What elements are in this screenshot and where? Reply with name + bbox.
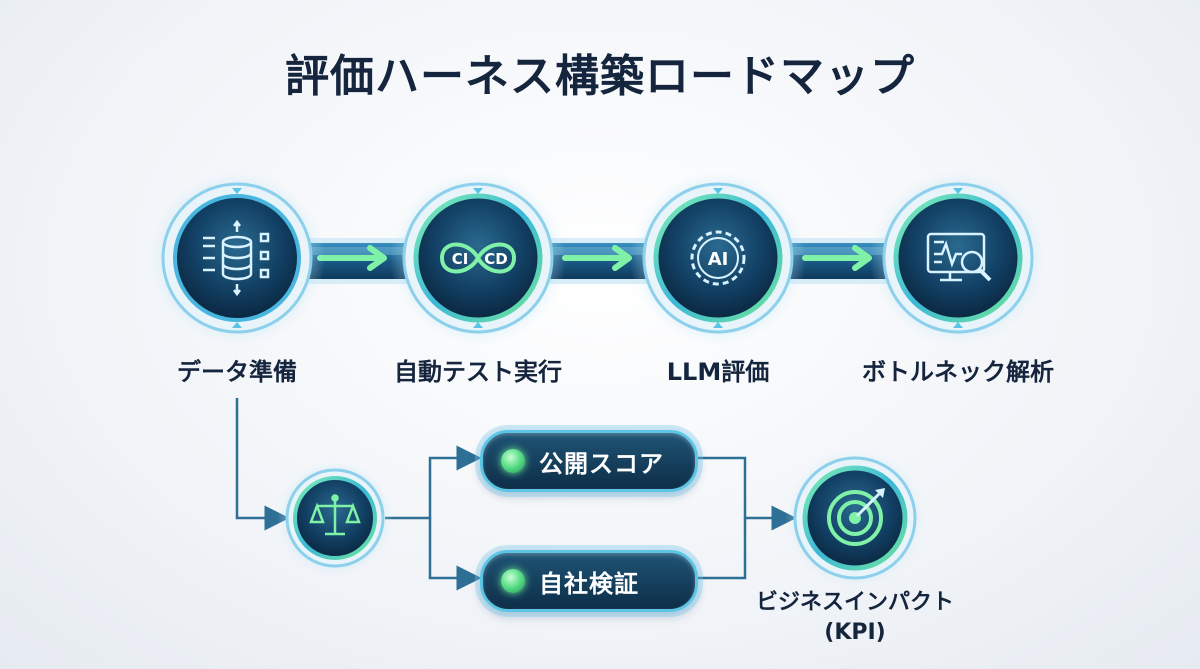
step-label-llm-eval: LLM評価: [666, 358, 770, 386]
pipeline-arrows: [317, 245, 872, 271]
branch-connectors: [235, 398, 797, 591]
step-label-auto-test: 自動テスト実行: [394, 358, 562, 386]
outcome-label-line2: (KPI): [824, 620, 886, 645]
status-dot: [501, 569, 525, 593]
arrow-step2-step3: [562, 245, 632, 271]
status-dot: [501, 449, 525, 473]
outcome-label-line1: ビジネスインパクト: [755, 590, 954, 615]
scale-node: [277, 460, 393, 576]
step-label-bottleneck: ボトルネック解析: [862, 358, 1054, 386]
cd-text: CD: [484, 250, 507, 268]
outcome-label: ビジネスインパクト (KPI): [735, 588, 975, 648]
balance-scale-icon: [309, 494, 361, 536]
ai-text: AI: [708, 249, 729, 270]
public-score-label: 公開スコア: [539, 449, 664, 478]
monitor-magnifier-icon: [926, 232, 992, 282]
step-node-auto-test: CI CD: [390, 170, 566, 346]
step-node-bottleneck: [870, 170, 1046, 346]
ci-text: CI: [452, 250, 469, 268]
ai-gear-icon: AI: [690, 230, 746, 286]
public-score-pill: 公開スコア: [480, 430, 698, 492]
target-node: [785, 448, 925, 588]
internal-validation-label: 自社検証: [539, 569, 639, 598]
ci-cd-icon: CI CD: [439, 242, 517, 274]
target-icon: [827, 488, 885, 546]
step-node-llm-eval: AI: [630, 170, 806, 346]
arrow-step1-step2: [317, 245, 387, 271]
database-icon: [203, 219, 270, 297]
step-label-data-prep: データ準備: [177, 358, 297, 386]
page-title: 評価ハーネス構築ロードマップ: [285, 51, 915, 102]
arrow-step3-step4: [802, 245, 872, 271]
internal-validation-pill: 自社検証: [480, 550, 698, 612]
step-node-data-prep: [149, 170, 325, 346]
